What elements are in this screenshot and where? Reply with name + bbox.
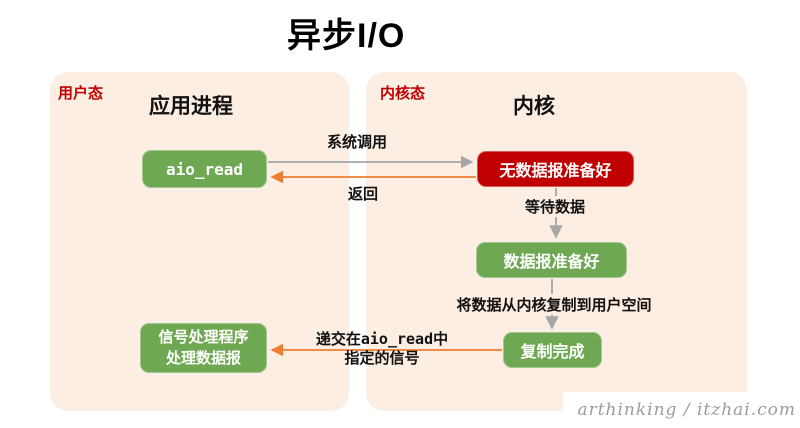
signal-handler-line2: 处理数据报: [165, 350, 241, 367]
edge-label-copy-data: 将数据从内核复制到用户空间: [453, 294, 655, 315]
deliver-signal-line2: 指定的信号: [344, 350, 420, 367]
deliver-signal-prefix: 递交在: [315, 331, 361, 348]
node-signal-handler: 信号处理程序 处理数据报: [140, 323, 267, 373]
node-datagram-ready: 数据报准备好: [476, 242, 627, 278]
node-no-datagram-ready: 无数据报准备好: [477, 151, 634, 187]
node-copy-complete: 复制完成: [503, 332, 602, 368]
watermark-box: arthinking / itzhai.com: [563, 392, 800, 428]
user-mode-label: 用户态: [58, 85, 104, 102]
node-aio-read: aio_read: [142, 150, 267, 188]
edge-label-wait-data: 等待数据: [521, 196, 589, 217]
edge-label-deliver-signal: 递交在aio_read中 指定的信号: [316, 330, 448, 368]
kernel-mode-label: 内核态: [380, 85, 426, 102]
deliver-signal-suffix: 中: [433, 331, 449, 348]
page-title: 异步I/O: [287, 17, 406, 55]
panel-header-application-process: 应用进程: [149, 95, 233, 118]
signal-handler-line1: 信号处理程序: [158, 329, 249, 346]
signal-handler-text: 信号处理程序 处理数据报: [158, 327, 248, 369]
watermark-text: arthinking / itzhai.com: [577, 400, 796, 420]
deliver-signal-code: aio_read: [360, 330, 434, 348]
edge-label-system-call: 系统调用: [326, 134, 388, 151]
panel-header-kernel: 内核: [513, 95, 555, 118]
edge-label-return: 返回: [347, 186, 379, 203]
